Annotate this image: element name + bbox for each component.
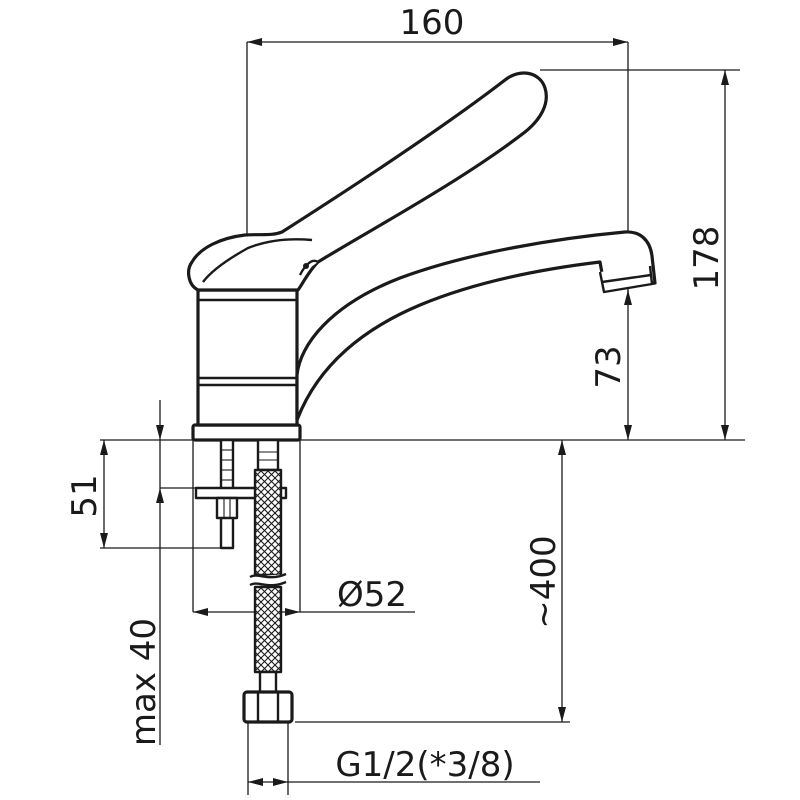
hose-braid-line (254, 527, 282, 555)
label-connection: G1/2(*3/8) (335, 745, 514, 785)
hose-braid-line (254, 513, 282, 541)
hose-braid-line (254, 492, 282, 520)
hose-braid-line (275, 569, 282, 576)
hose-braid-line (254, 469, 277, 492)
hose-braid-line (268, 562, 282, 576)
label-width-total: 160 (400, 3, 465, 43)
spout (295, 230, 657, 422)
hose-braid-line (254, 506, 282, 534)
hose-braid-line (254, 588, 282, 616)
hose-braid-pattern (254, 469, 282, 673)
hose-braid-line (261, 555, 282, 576)
hose-braid-line (254, 541, 282, 569)
hose-braid-line (254, 471, 282, 499)
label-spout-height: 73 (589, 345, 629, 388)
hose-braid-line (267, 658, 282, 673)
hose-braid-line (254, 586, 277, 609)
hose-braid-line (254, 569, 261, 576)
hose-braid-line (254, 609, 282, 637)
hose-braid-line (254, 595, 282, 623)
hose-braid-line (254, 499, 282, 527)
hose-braid-line (254, 616, 282, 644)
dimension-labels: 160 178 73 51 max 40 Ø52 ~400 G1/2(*3/8) (65, 3, 727, 785)
flex-hose (242, 438, 294, 724)
faucet-body (191, 288, 302, 442)
hose-braid-line (254, 534, 282, 562)
hose-braid-line (254, 478, 282, 506)
dimension-lines (100, 38, 745, 795)
hose-braid-line (254, 658, 269, 673)
hose-braid-line (259, 586, 282, 609)
hose-braid-line (254, 602, 282, 630)
hose-braid-line (254, 637, 282, 665)
hose-braid-line (254, 623, 282, 651)
hose-braid-line (254, 562, 268, 576)
lever-handle (187, 71, 548, 292)
label-hole-diameter: Ø52 (337, 575, 407, 615)
label-height-total: 178 (687, 226, 727, 291)
hose-braid-line (254, 644, 282, 672)
hose-braid-line (254, 555, 275, 576)
hose-braid-line (259, 469, 282, 492)
label-max-deck: max 40 (124, 618, 164, 746)
hose-braid-line (254, 548, 282, 576)
hose-braid-line (254, 520, 282, 548)
mounting-hardware (194, 438, 288, 550)
label-thread-length: 51 (65, 474, 105, 517)
hose-braid-line (254, 485, 282, 513)
hose-braid-line (254, 630, 282, 658)
label-hose-length: ~400 (524, 535, 564, 628)
